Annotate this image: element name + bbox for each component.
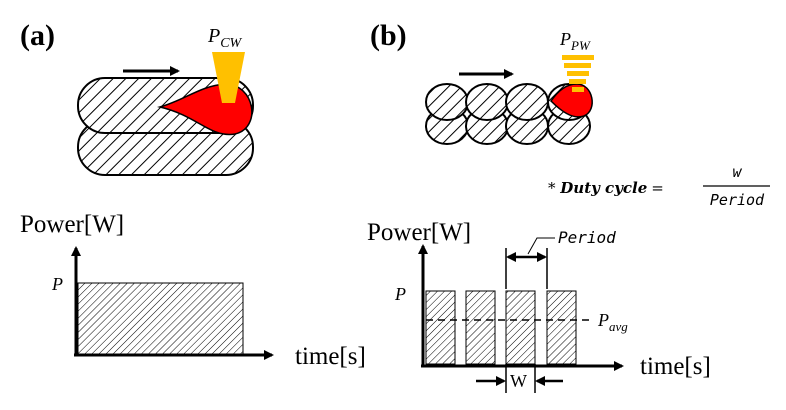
pulse (505, 290, 536, 365)
duty-cycle-formula: * Duty cycle= w Period (548, 163, 770, 209)
pulsed-wave-power-label: PPW (559, 29, 591, 53)
duty-cycle-numerator: w (732, 163, 742, 181)
continuous-laser-beam (212, 52, 245, 103)
pulse (425, 290, 456, 365)
graph-a-ylabel: Power[W] (20, 211, 124, 238)
pulsed-melt-pool (550, 83, 593, 118)
pulsed-laser-beam (562, 55, 594, 92)
average-power-label: Pavg (597, 310, 628, 334)
pulse (546, 290, 577, 365)
period-label: Period (558, 228, 616, 247)
continuous-wave-power-label: PCW (207, 25, 243, 51)
graph-a-xlabel: time[s] (295, 343, 366, 370)
panel-a-label: (a) (20, 19, 55, 52)
graph-b-xlabel: time[s] (640, 353, 711, 380)
period-annotation: Period (505, 228, 616, 289)
panel-b: (b) PPW (370, 19, 770, 209)
width-annotation: W (476, 364, 563, 393)
duty-cycle-lhs: * Duty cycle= (548, 179, 664, 197)
power-pulses (425, 290, 577, 365)
graph-a-level-label: P (51, 274, 63, 294)
graph-b-level-label: P (394, 284, 406, 304)
continuous-power-area (77, 282, 244, 355)
pulse (465, 290, 496, 365)
width-label: W (510, 371, 527, 391)
graph-b-ylabel: Power[W] (367, 219, 471, 246)
panel-b-label: (b) (370, 19, 407, 52)
panel-a: (a) PCW (20, 19, 254, 176)
graph-a: Power[W] time[s] P (20, 211, 366, 370)
duty-cycle-denominator: Period (710, 191, 765, 209)
graph-b: Power[W] time[s] P Pavg Period (367, 219, 711, 393)
